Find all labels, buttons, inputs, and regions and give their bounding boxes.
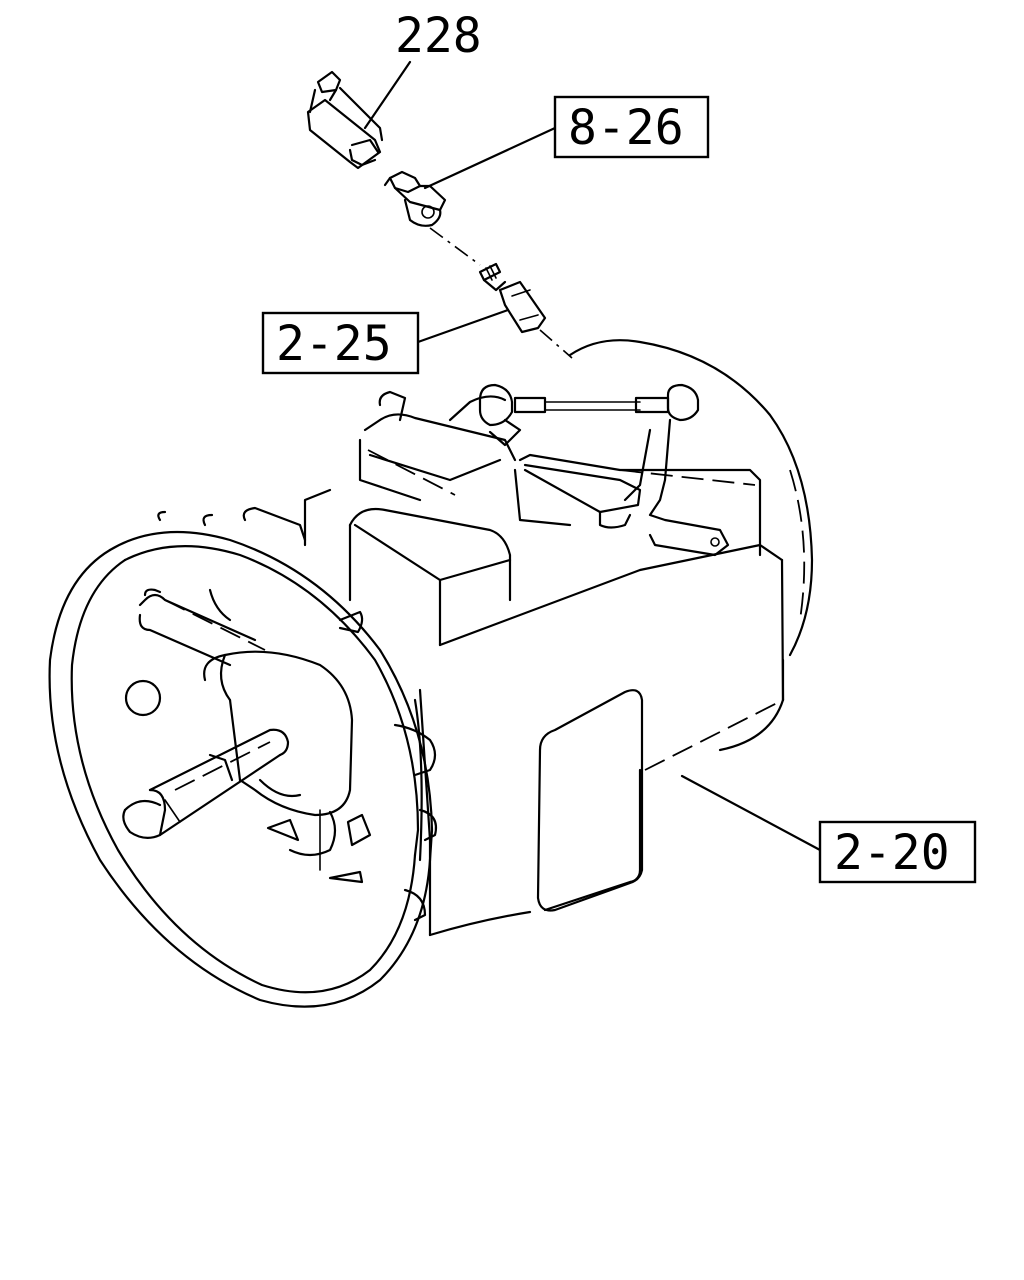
shift-linkage — [448, 383, 730, 557]
callout-2-25-text: 2-25 — [276, 316, 392, 372]
callout-228[interactable]: 228 — [395, 8, 482, 64]
callout-2-20-text: 2-20 — [834, 825, 950, 881]
leader-2-20 — [680, 774, 822, 852]
transmission-case — [303, 413, 785, 937]
callout-2-20[interactable]: 2-20 — [818, 820, 977, 884]
callout-228-text: 228 — [395, 8, 482, 64]
leader-8-26 — [423, 126, 557, 190]
leader-228 — [363, 60, 412, 130]
assembly-axis — [429, 227, 481, 266]
part-228-connector — [306, 70, 384, 170]
bell-housing — [48, 530, 434, 1008]
callout-2-25-box — [261, 311, 420, 375]
callout-8-26-text: 8-26 — [568, 100, 684, 156]
input-shaft — [122, 588, 354, 839]
callout-2-25[interactable]: 2-25 — [261, 311, 420, 375]
callout-8-26[interactable]: 8-26 — [553, 95, 710, 159]
assembly-axis-lower — [539, 329, 573, 359]
part-8-26-sensor-connector — [383, 170, 447, 227]
leader-2-25 — [416, 308, 510, 344]
callout-8-26-box — [553, 95, 710, 159]
rear-housing — [568, 339, 814, 702]
callout-2-20-box — [818, 820, 977, 884]
housing-bosses — [157, 390, 438, 922]
part-2-25-speed-sensor — [478, 262, 547, 334]
